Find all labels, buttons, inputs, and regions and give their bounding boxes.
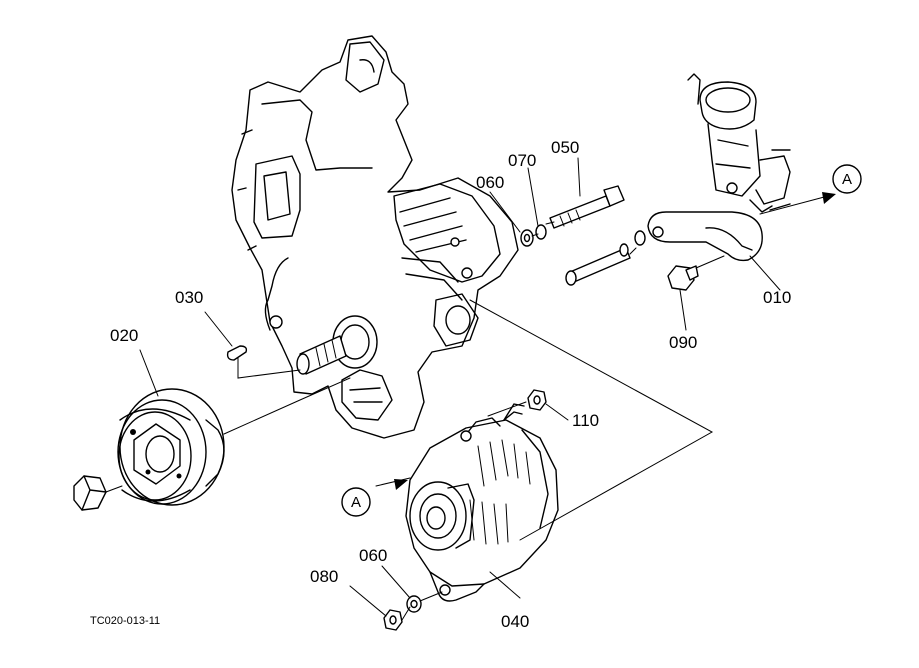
nut-110 — [527, 389, 547, 411]
callout-leaders — [139, 157, 781, 617]
crankshaft-end — [296, 315, 378, 375]
assembly-lines — [105, 195, 829, 621]
part-label-050: 050 — [551, 138, 579, 157]
gear-case-cover — [231, 35, 519, 439]
part-label-030: 030 — [175, 288, 203, 307]
reference-arrow-right: A — [822, 164, 862, 204]
washer-060-lower — [406, 595, 422, 613]
bolt-050 — [549, 185, 625, 229]
tension-bracket — [647, 211, 763, 262]
reference-marker-right: A — [842, 171, 852, 188]
nut-080 — [383, 609, 403, 631]
part-label-060-upper: 060 — [476, 173, 504, 192]
part-label-010: 010 — [763, 288, 791, 307]
part-label-020: 020 — [110, 326, 138, 345]
figure-code: TC020-013-11 — [90, 615, 160, 627]
part-label-040: 040 — [501, 612, 529, 631]
part-label-110: 110 — [572, 411, 599, 430]
part-label-060-lower: 060 — [359, 546, 387, 565]
bracket-bolt — [565, 230, 646, 286]
alternator-040 — [405, 403, 559, 602]
washer-060-upper — [520, 229, 534, 247]
washer-070 — [535, 224, 547, 240]
part-label-080: 080 — [310, 567, 338, 586]
pulley-020 — [117, 388, 225, 506]
reference-arrow-left: A — [341, 479, 408, 517]
reference-marker-left: A — [351, 494, 361, 511]
part-label-070: 070 — [508, 151, 536, 170]
part-label-090: 090 — [669, 333, 697, 352]
thermostat-housing — [687, 73, 791, 213]
key-030 — [226, 345, 248, 361]
crankshaft-nut — [73, 475, 107, 511]
flange-bolt-090 — [667, 255, 725, 291]
